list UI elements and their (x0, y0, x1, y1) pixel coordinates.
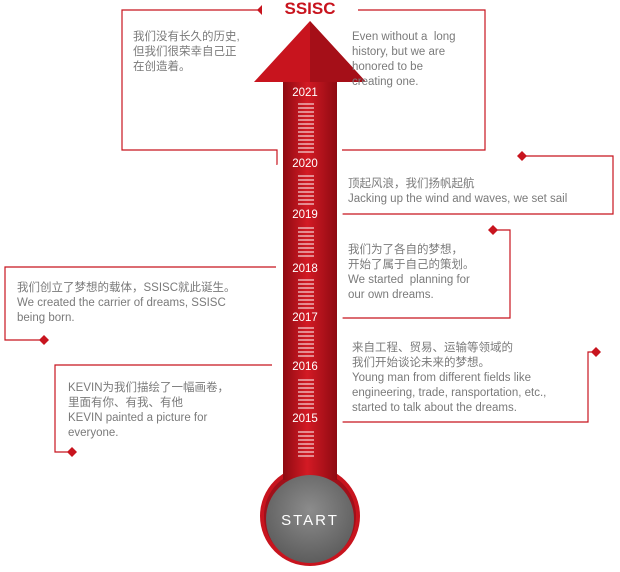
diamond-marker (39, 335, 49, 345)
year-label-2018: 2018 (292, 263, 318, 275)
timeline-title: SSISC (262, 0, 358, 20)
callout-2015-dreams: 来自工程、贸易、运输等领域的 我们开始谈论未来的梦想。 Young man fr… (352, 342, 547, 414)
year-label-2020: 2020 (292, 158, 318, 170)
frame-2021-left (121, 9, 278, 165)
stem-notch (277, 360, 283, 370)
year-label-2021: 2021 (292, 87, 318, 99)
start-circle (266, 475, 354, 563)
stem-notch (337, 209, 343, 219)
frame-2015b (54, 364, 272, 453)
callout-2019: 顶起风浪，我们扬帆起航 Jacking up the wind and wave… (348, 178, 568, 205)
callout-2017-founding: 我们创立了梦想的载体，SSISC就此诞生。 We created the car… (17, 282, 236, 324)
frame-2019 (336, 155, 614, 215)
diamond-marker (67, 447, 77, 457)
callout-2017-planning: 我们为了各自的梦想， 开始了属于自己的策划。 We started planni… (348, 244, 475, 301)
ruler-ticks (298, 103, 314, 457)
diamond-marker (517, 151, 527, 161)
callout-2021-en: Even without a long history, but we are … (352, 31, 456, 88)
stem-notch (277, 160, 283, 170)
callout-2021-zh: 我们没有长久的历史, 但我们很荣幸自己正 在创造着。 (133, 31, 240, 73)
year-label-2019: 2019 (292, 209, 318, 221)
year-label-2017: 2017 (292, 312, 318, 324)
callout-frames (4, 9, 614, 453)
stem-notch (337, 313, 343, 323)
arrow-head-shade (310, 21, 366, 82)
diamond-marker (488, 225, 498, 235)
year-label-2015: 2015 (292, 413, 318, 425)
diamond-marker (591, 347, 601, 357)
frame-2017b (4, 266, 276, 341)
start-label: START (281, 512, 339, 529)
frame-2017a (336, 229, 511, 319)
frame-2021-right (342, 9, 486, 151)
year-label-2016: 2016 (292, 361, 318, 373)
callout-2015-kevin: KEVIN为我们描绘了一幅画卷， 里面有你、有我、有他 KEVIN painte… (68, 382, 230, 439)
stem-notch (337, 417, 343, 427)
stem-notches (277, 160, 343, 427)
stem-notch (277, 262, 283, 272)
